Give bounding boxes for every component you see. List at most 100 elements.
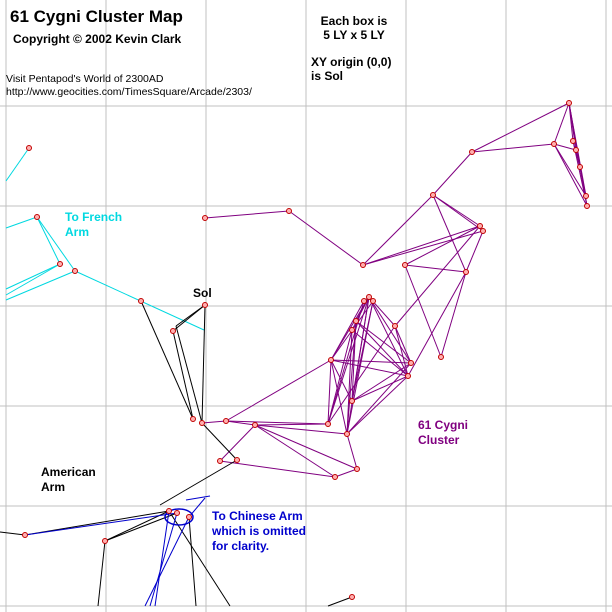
star-system — [566, 100, 572, 106]
cygni-cluster-route — [330, 359, 412, 364]
american-arm-route — [168, 510, 231, 607]
star-system — [223, 418, 229, 424]
chinese-arm-label-line: for clarity. — [212, 539, 270, 553]
star-system — [190, 416, 196, 422]
origin-line: XY origin (0,0) — [311, 55, 392, 69]
star-system — [392, 323, 398, 329]
cygni-cluster-route — [219, 460, 336, 478]
cygni-cluster-route — [394, 225, 481, 327]
american-arm-route — [201, 422, 238, 461]
copyright-text: Copyright © 2002 Kevin Clark — [13, 32, 182, 46]
cygni-cluster-route — [288, 210, 364, 266]
box-scale-note: Each box is 5 LY x 5 LY — [312, 14, 396, 42]
star-system — [138, 298, 144, 304]
cygni-cluster-route — [362, 194, 434, 266]
american-arm-route — [201, 304, 206, 424]
cygni-cluster-route — [346, 362, 412, 435]
star-system — [360, 262, 366, 268]
cygni-cluster-route — [327, 325, 396, 425]
cygni-cluster-route — [368, 296, 412, 364]
american-arm-route — [175, 304, 206, 327]
star-system — [354, 466, 360, 472]
american-arm-route — [159, 459, 238, 506]
cygni-cluster-route — [440, 271, 467, 358]
cygni-cluster-route — [351, 362, 412, 402]
cygni-cluster-route — [362, 230, 484, 266]
star-system — [22, 532, 28, 538]
cygni-cluster-route — [330, 359, 353, 402]
cygni-cluster-route — [346, 375, 409, 435]
american-arm-label-line: American — [41, 465, 96, 479]
star-system — [202, 302, 208, 308]
cygni-cluster-route — [204, 210, 290, 219]
french-arm-route — [36, 216, 61, 265]
american-arm-route — [24, 510, 170, 536]
cygni-cluster-route — [346, 329, 353, 435]
origin-note: XY origin (0,0) is Sol — [311, 55, 391, 83]
visit-url: http://www.geocities.com/TimesSquare/Arc… — [6, 86, 252, 98]
star-system — [469, 149, 475, 155]
jump-routes — [0, 102, 588, 607]
cygni-cluster-route — [201, 420, 227, 424]
star-system — [34, 214, 40, 220]
star-system — [408, 360, 414, 366]
star-system — [202, 215, 208, 221]
cygni-cluster-route — [465, 230, 484, 273]
star-systems — [22, 100, 590, 600]
star-system — [353, 318, 359, 324]
cygni-cluster-route — [355, 320, 409, 377]
cygni-cluster-route — [432, 194, 467, 273]
star-system — [328, 357, 334, 363]
cygni-cluster-route — [553, 143, 577, 151]
french-arm-route — [5, 216, 38, 229]
cygni-cluster-route — [579, 166, 588, 207]
star-system — [252, 422, 258, 428]
american-arm-route — [188, 516, 197, 607]
chinese-arm-marker — [164, 508, 194, 526]
box-scale-value: 5 LY x 5 LY — [323, 28, 385, 42]
french-arm-route — [5, 263, 61, 296]
cygni-cluster-route — [351, 375, 409, 402]
star-system — [405, 373, 411, 379]
star-system — [174, 510, 180, 516]
star-system — [480, 228, 486, 234]
american-arm-route — [97, 540, 106, 607]
chinese-arm-label-line: which is omitted — [212, 524, 307, 538]
french-arm-route — [5, 263, 61, 290]
star-system — [26, 145, 32, 151]
cygni-cluster-route — [404, 264, 442, 358]
star-system — [584, 203, 590, 209]
map-title: 61 Cygni Cluster Map — [10, 7, 183, 26]
box-scale-line: Each box is — [320, 14, 388, 28]
star-system — [577, 164, 583, 170]
french-arm-route — [5, 270, 76, 301]
cygni-cluster-route — [225, 359, 332, 422]
star-system — [477, 223, 483, 229]
cygni-cluster-route — [346, 300, 374, 435]
star-system — [361, 298, 367, 304]
cygni-cluster-route — [432, 194, 484, 232]
chinese-arm-route — [24, 512, 178, 536]
cygni-cluster-route — [394, 325, 412, 364]
cygni-cluster-route — [368, 296, 409, 377]
chinese-arm-label: To Chinese Arm which is omitted for clar… — [212, 509, 306, 554]
cygni-cluster-label-line: 61 Cygni — [418, 418, 469, 432]
star-system — [332, 474, 338, 480]
star-system — [102, 538, 108, 544]
cygni-cluster-route — [553, 102, 570, 145]
american-arm-route — [327, 596, 353, 607]
cygni-cluster-route — [225, 420, 329, 425]
cygni-cluster-route — [219, 424, 256, 462]
star-system — [349, 398, 355, 404]
star-system — [370, 298, 376, 304]
american-arm-route — [172, 330, 194, 420]
cygni-cluster-route — [553, 143, 587, 197]
cygni-cluster-route — [254, 423, 329, 426]
chinese-arm-route — [154, 510, 170, 607]
visit-note: Visit Pentapod's World of 2300AD http://… — [6, 73, 252, 99]
cygni-cluster-route — [334, 468, 358, 478]
sol-label: Sol — [193, 286, 212, 300]
star-system — [166, 508, 172, 514]
star-system — [430, 192, 436, 198]
